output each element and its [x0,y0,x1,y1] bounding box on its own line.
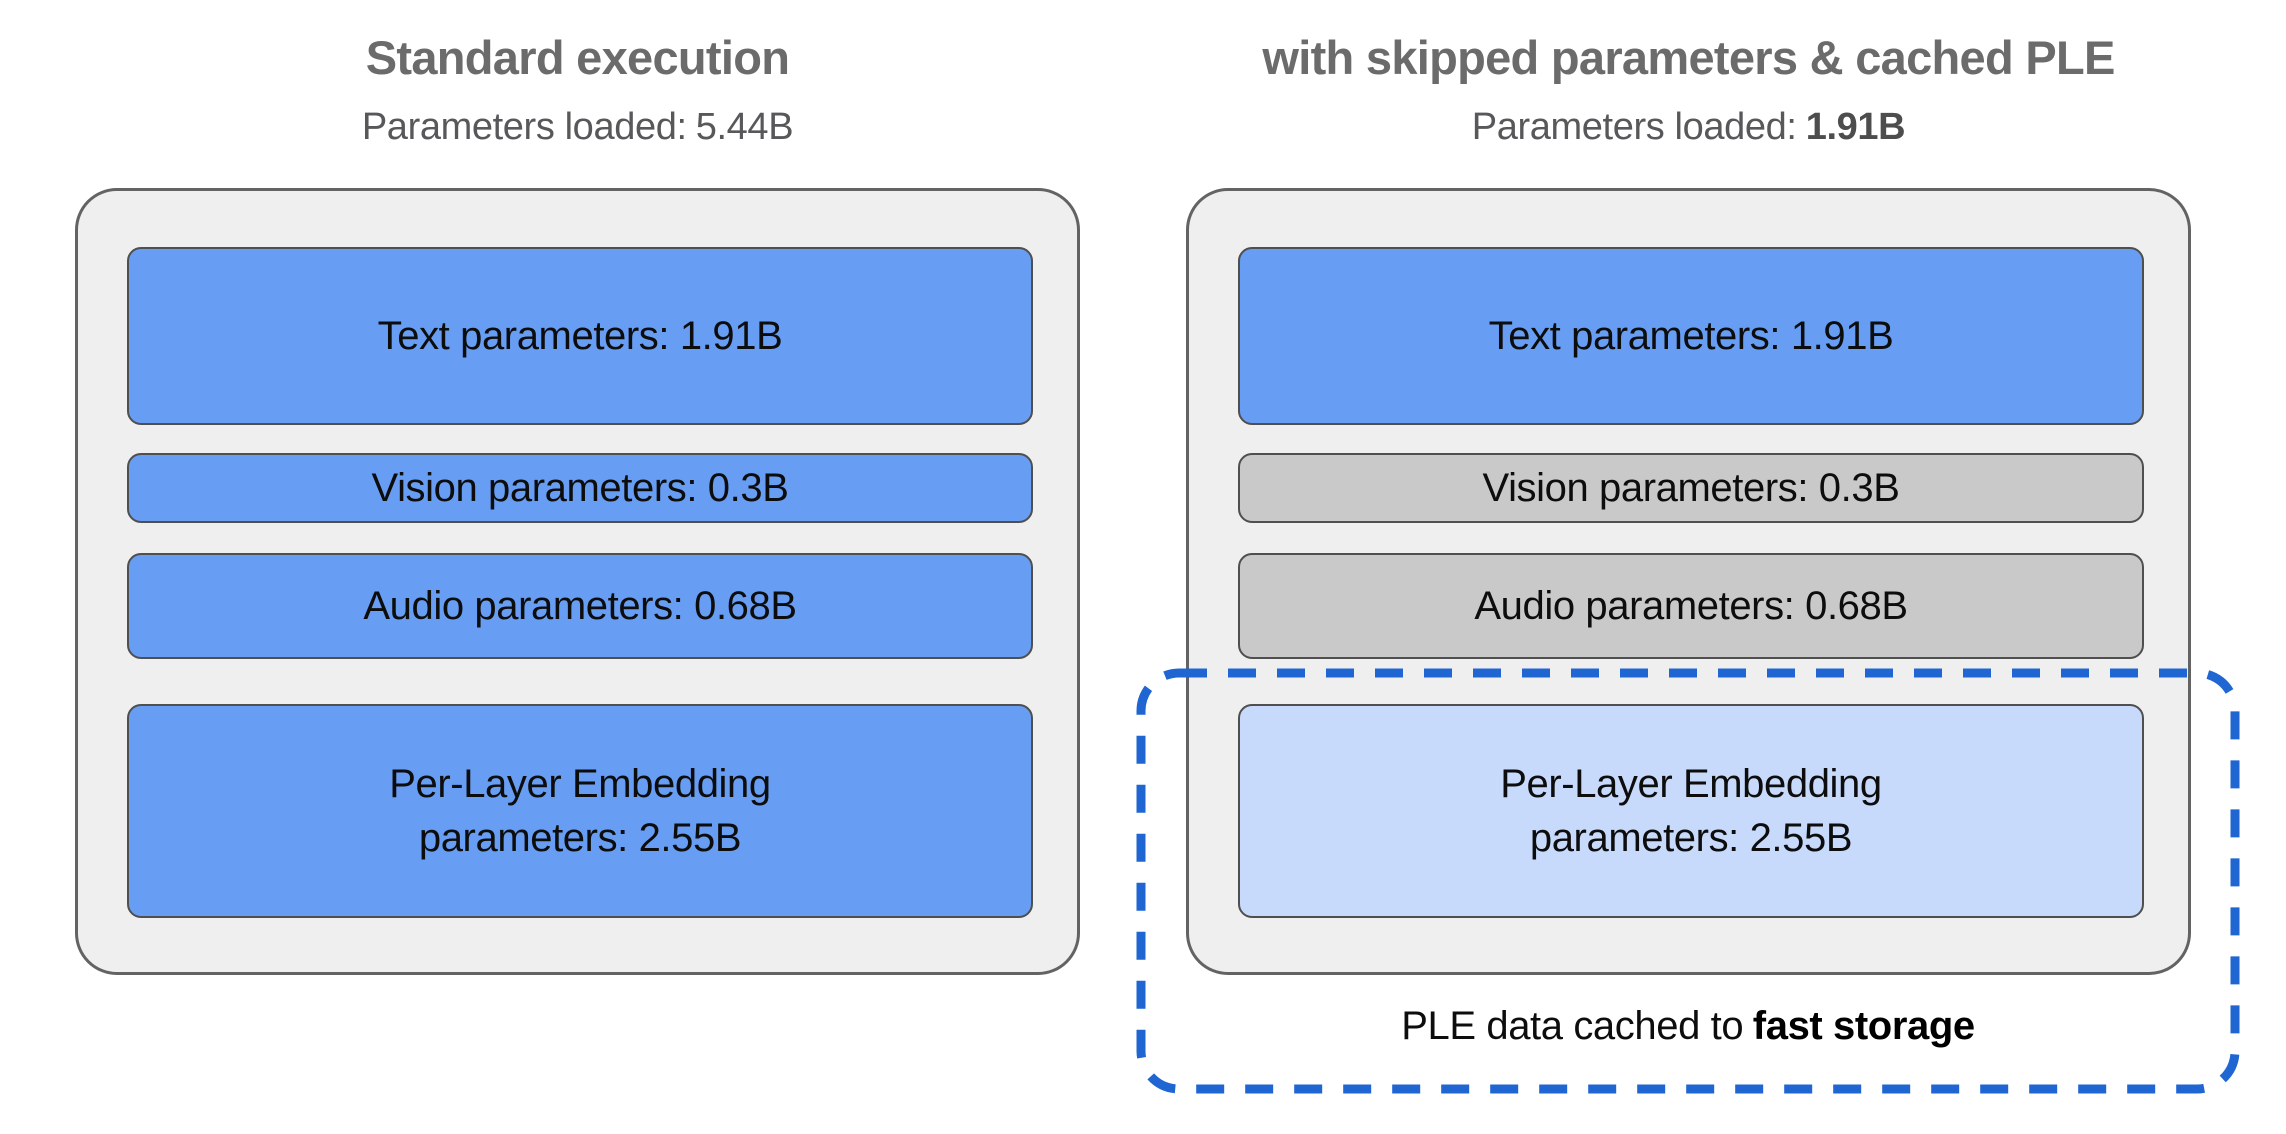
left-ple-parameters-label-line2: parameters: 2.55B [418,816,742,860]
left-subtitle-label: Parameters loaded: [361,106,687,148]
left-column-title: Standard execution [365,31,790,84]
right-ple-parameters-label-line2: parameters: 2.55B [1529,816,1853,860]
right-subtitle-label: Parameters loaded: [1471,106,1797,148]
right-audio-parameters-box-skipped: Audio parameters: 0.68B [1238,553,2144,659]
left-vision-parameters-label: Vision parameters: 0.3B [371,465,789,510]
right-column-subtitle: Parameters loaded:1.91B [1186,106,2191,149]
right-audio-parameters-label: Audio parameters: 0.68B [1474,583,1908,628]
right-ple-parameters-box-cached: Per-Layer Embedding parameters: 2.55B [1238,704,2144,918]
left-subtitle-value: 5.44B [695,106,794,148]
right-text-parameters-label: Text parameters: 1.91B [1488,313,1894,358]
ple-cached-caption-regular: PLE data cached to [1401,1004,1744,1048]
left-text-parameters-box: Text parameters: 1.91B [127,247,1033,425]
right-ple-parameters-label-line1: Per-Layer Embedding [1500,761,1882,806]
left-audio-parameters-label: Audio parameters: 0.68B [363,583,797,628]
left-ple-parameters-box: Per-Layer Embedding parameters: 2.55B [127,704,1033,918]
right-subtitle-value: 1.91B [1805,106,1906,148]
left-column-subtitle: Parameters loaded:5.44B [75,106,1080,149]
right-text-parameters-box: Text parameters: 1.91B [1238,247,2144,425]
left-vision-parameters-box: Vision parameters: 0.3B [127,453,1033,523]
right-vision-parameters-label: Vision parameters: 0.3B [1482,465,1900,510]
left-ple-parameters-label-line1: Per-Layer Embedding [389,761,771,806]
right-vision-parameters-box-skipped: Vision parameters: 0.3B [1238,453,2144,523]
right-column-title: with skipped parameters & cached PLE [1262,31,2115,84]
left-text-parameters-label: Text parameters: 1.91B [377,313,783,358]
ple-cached-caption-bold: fast storage [1752,1004,1975,1048]
left-audio-parameters-box: Audio parameters: 0.68B [127,553,1033,659]
